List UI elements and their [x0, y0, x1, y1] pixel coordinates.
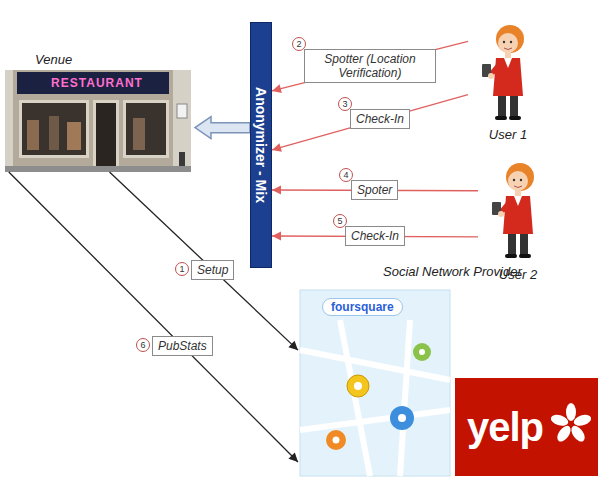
- edge-label: Spotter (Location Verification): [304, 49, 436, 83]
- forward-arrow: [195, 117, 250, 139]
- callout-number: 3: [338, 97, 352, 111]
- arrow-head: [272, 143, 282, 152]
- yelp-logo-panel: [569, 423, 588, 443]
- restaurant-picture: [22, 103, 86, 155]
- yelp-logo-panel: [455, 378, 598, 476]
- arrow-head: [288, 341, 298, 350]
- yelp-logo-panel: [555, 423, 574, 443]
- restaurant-picture: [133, 118, 145, 150]
- restaurant-picture: [177, 104, 187, 118]
- callout-number: 6: [136, 338, 150, 352]
- yelp-logo-panel: [549, 413, 569, 428]
- yelp-logo-panel: [549, 403, 592, 444]
- user-label: User 1: [489, 127, 527, 143]
- user-figure: [492, 163, 534, 258]
- anonymizer-label: Anonymizer - Mix: [253, 87, 269, 203]
- anonymizer-bar: Anonymizer - Mix: [250, 22, 272, 268]
- restaurant-picture: [5, 70, 191, 172]
- foursquare-logo: foursquare: [300, 290, 450, 476]
- restaurant-picture: [19, 100, 89, 158]
- restaurant-picture: [126, 103, 166, 155]
- yelp-logo: yelp: [455, 378, 598, 476]
- yelp-logo-panel: [566, 403, 576, 421]
- edge-label: Check-In: [345, 226, 405, 246]
- restaurant-picture: [96, 103, 116, 166]
- provider-group: Social Network Provider foursquare yelp: [298, 262, 600, 477]
- restaurant-picture: [17, 72, 169, 94]
- foursquare-map-picture: [419, 349, 425, 355]
- foursquare-map-picture: [300, 290, 450, 476]
- restaurant-picture: [5, 166, 191, 172]
- restaurant-picture: [123, 100, 169, 158]
- foursquare-map-picture: [333, 437, 340, 444]
- foursquare-map-picture: [340, 320, 370, 476]
- arrow-head: [272, 186, 281, 195]
- foursquare-wordmark: foursquare: [322, 298, 403, 316]
- arrow-head: [272, 232, 281, 241]
- restaurant-picture: [49, 116, 59, 150]
- checkin-arrow: [272, 95, 468, 150]
- arrow-head: [272, 84, 282, 93]
- foursquare-map-picture: [300, 410, 450, 430]
- edge-label: Check-In: [350, 109, 410, 129]
- edge-label: PubStats: [152, 336, 213, 356]
- restaurant-picture: [67, 122, 81, 150]
- foursquare-map-picture: [390, 406, 414, 430]
- callout-number: 5: [333, 214, 347, 228]
- venue-label: Venue: [35, 52, 195, 68]
- yelp-logo-panel: [455, 378, 598, 476]
- venue-node: VenueRESTAURANT: [5, 52, 195, 172]
- restaurant-sign: RESTAURANT: [27, 74, 167, 92]
- user-node: User 1: [468, 22, 548, 143]
- restaurant-picture: [13, 70, 173, 166]
- foursquare-map-picture: [326, 430, 346, 450]
- edge-label: Spoter: [351, 180, 398, 200]
- foursquare-map-picture: [400, 320, 410, 476]
- provider-label: Social Network Provider: [383, 264, 522, 280]
- restaurant-picture: [179, 152, 185, 166]
- foursquare-map-picture: [347, 375, 369, 397]
- foursquare-map-picture: [354, 382, 362, 390]
- callout-number: 2: [292, 37, 306, 51]
- arrow-head: [288, 452, 298, 462]
- yelp-logo-panel: [572, 413, 592, 428]
- callout-number: 1: [175, 262, 189, 276]
- restaurant-picture: [93, 100, 119, 166]
- yelp-wordmark: yelp: [467, 405, 543, 449]
- foursquare-map-picture: [413, 343, 431, 361]
- foursquare-map-picture: [398, 414, 406, 422]
- callout-number: 4: [339, 168, 353, 182]
- restaurant-picture: [5, 70, 191, 172]
- foursquare-map-picture: [300, 290, 450, 476]
- restaurant-picture: [27, 120, 39, 150]
- edge-label: Setup: [191, 260, 234, 280]
- user-figure: [482, 25, 524, 120]
